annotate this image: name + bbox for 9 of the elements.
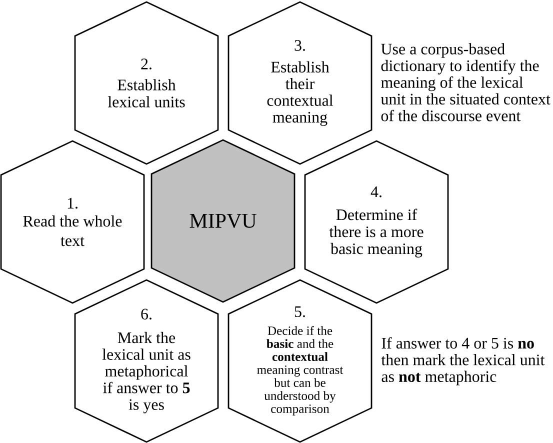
step-hexagon: 1. Read the whole text: [0, 140, 145, 304]
note-text: Use a corpus-based dictionary to identify the meaning of the lexical unit in the situated context of the discourse event: [380, 43, 550, 122]
step-hexagon: 3. Establish their contextual meaning: [228, 1, 372, 165]
step-hexagon: 5. Decide if the basic and the contextual meaning contrast but can be understood by comparison: [228, 279, 372, 443]
step-hexagon: 6. Mark the lexical unit as metaphorical if answer to 5 is yes: [74, 279, 219, 443]
center-hexagon: MIPVU: [150, 139, 296, 303]
step-hexagon: 2. Establish lexical units: [74, 1, 219, 165]
note-text: If answer to 4 or 5 is no then mark the lexical unit as not metaphoric: [381, 337, 545, 386]
step-hexagon: 4. Determine if there is a more basic meaning: [304, 140, 449, 304]
